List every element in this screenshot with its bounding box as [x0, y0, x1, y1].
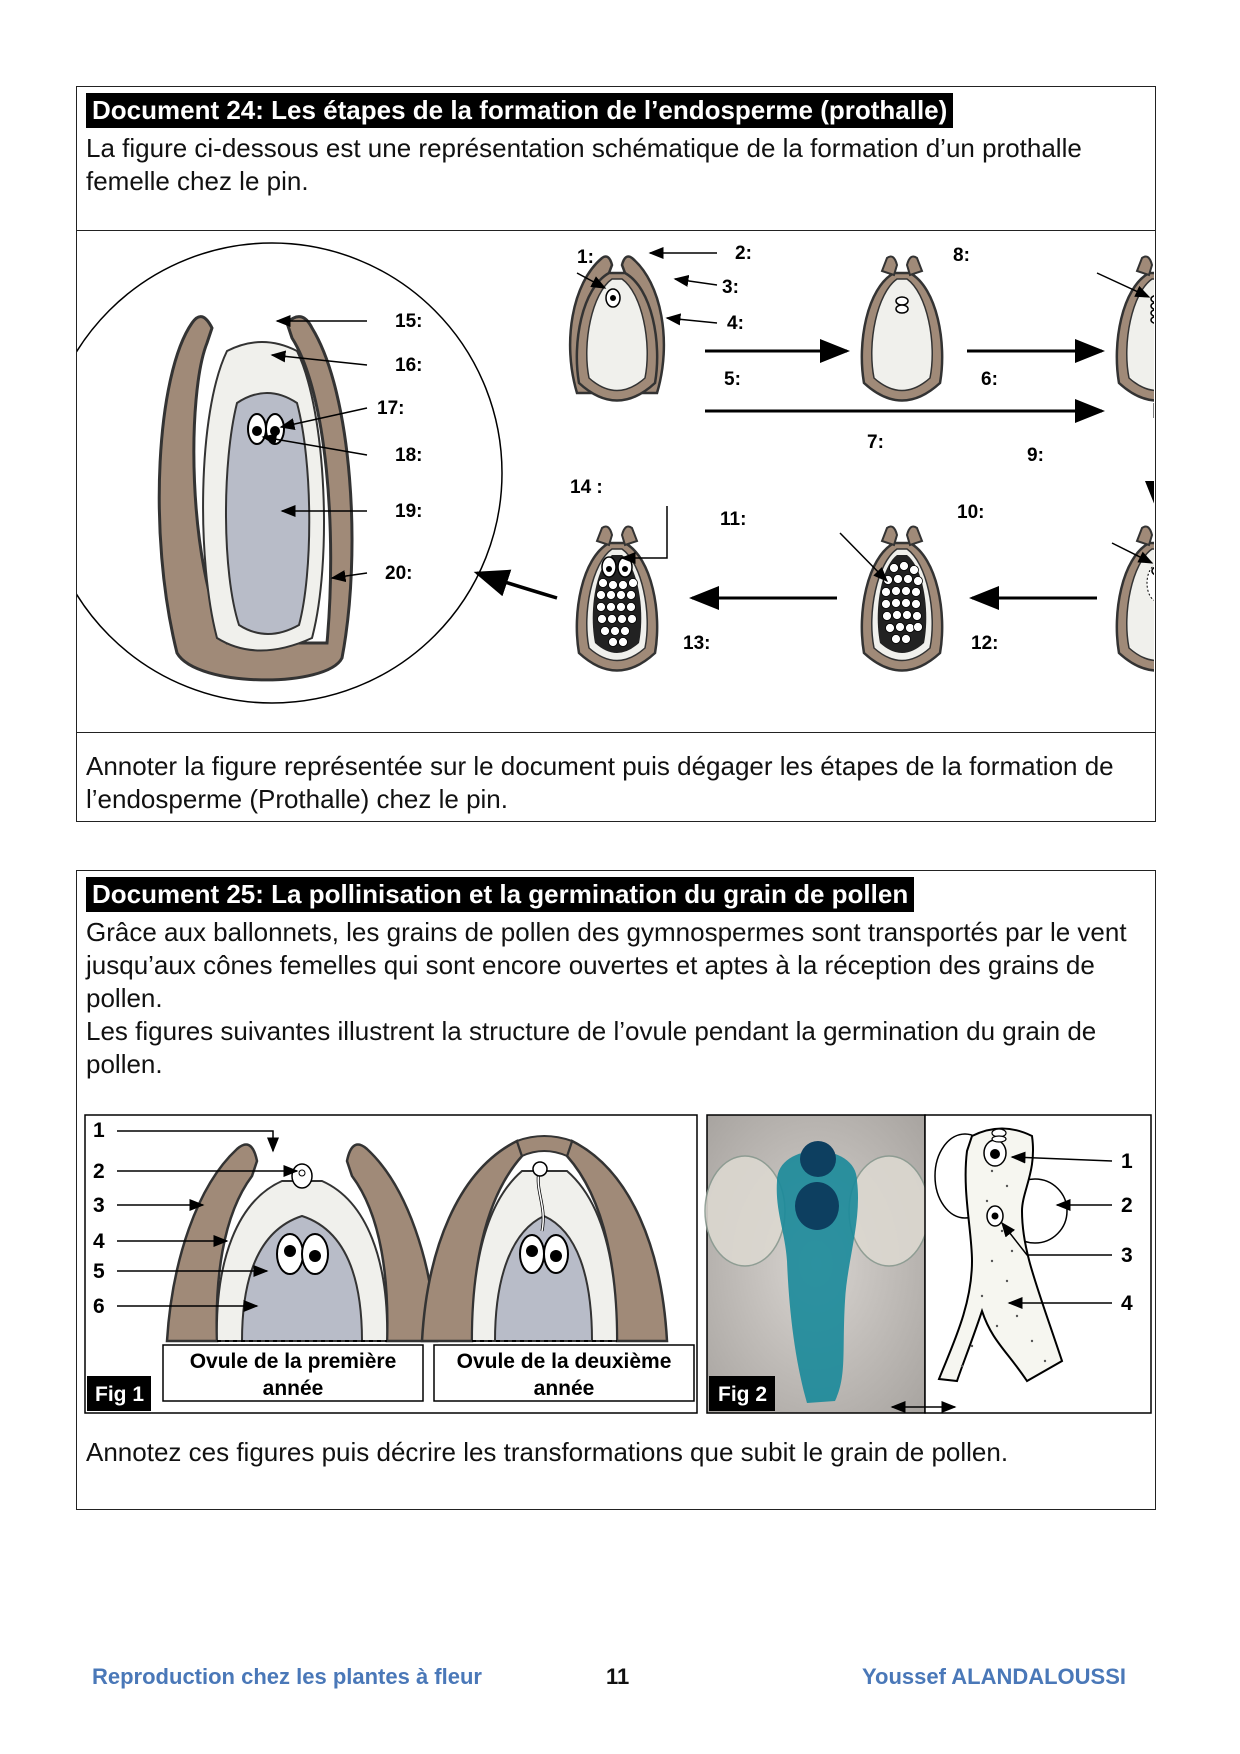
ovule-stage-1	[568, 255, 666, 402]
fig2-label-1: 1	[1121, 1150, 1133, 1173]
oosphere-nucleus-right	[270, 426, 280, 436]
label-6: 6:	[981, 369, 998, 390]
label-11: 11:	[720, 509, 746, 530]
ovule-first-year	[165, 1143, 439, 1343]
label-1: 1:	[577, 247, 594, 268]
doc25-question: Annotez ces figures puis décrire les tra…	[86, 1437, 1009, 1467]
document-25: Document 25: La pollinisation et la germ…	[76, 870, 1156, 1510]
footer-page-number: 11	[606, 1664, 630, 1689]
label-10: 10:	[957, 502, 984, 523]
footer-author: Youssef ALANDALOUSSI	[862, 1664, 1127, 1689]
pollen-grain-drawing	[934, 1127, 1068, 1383]
ovule-second-year	[420, 1135, 669, 1343]
label-2: 2:	[735, 243, 752, 264]
doc24-separator-bottom	[77, 732, 1155, 733]
fig1-label-1: 1	[93, 1119, 105, 1142]
label-15: 15:	[395, 311, 422, 332]
label-17: 17:	[377, 398, 404, 419]
fig1-label-2: 2	[93, 1160, 105, 1183]
document-24: Document 24: Les étapes de la formation …	[76, 86, 1156, 822]
label-18: 18:	[395, 445, 422, 466]
detail-circle	[77, 242, 503, 704]
label-7: 7:	[867, 432, 884, 453]
ovule-stage-3	[1115, 255, 1154, 402]
label-13: 13:	[683, 633, 710, 654]
endosperm-large	[225, 392, 311, 635]
ovule-stage-4	[1115, 525, 1154, 672]
label-16: 16:	[395, 355, 422, 376]
label-8: 8:	[953, 245, 970, 266]
label-19: 19:	[395, 501, 422, 522]
label-12: 12:	[971, 633, 998, 654]
fig2-tag-box	[709, 1376, 775, 1411]
fig2-tag: Fig 2	[718, 1383, 767, 1406]
caption-box-first	[162, 1344, 424, 1402]
fig2-label-3: 3	[1121, 1244, 1133, 1267]
ovule-stage-5	[860, 525, 944, 672]
doc25-intro-1: Grâce aux ballonnets, les grains de poll…	[86, 917, 1127, 1013]
doc24-separator-top	[77, 230, 1155, 231]
fig1-label-6: 6	[93, 1295, 105, 1318]
label-4: 4:	[727, 313, 744, 334]
footer-course-title: Reproduction chez les plantes à fleur	[92, 1664, 482, 1689]
fig2-label-4: 4	[1121, 1292, 1133, 1315]
doc25-title: Document 25: La pollinisation et la germ…	[86, 877, 915, 912]
caption-box-second	[433, 1344, 695, 1402]
label-9: 9:	[1027, 445, 1044, 466]
fig2-label-2: 2	[1121, 1194, 1133, 1217]
doc24-question: Annoter la figure représentée sur le doc…	[86, 751, 1114, 814]
doc24-prothalle-figure: 15: 16: 17: 18: 19: 20:	[77, 242, 1154, 704]
ovule-stage-6	[575, 525, 659, 672]
fig1-label-4: 4	[93, 1230, 105, 1253]
ovule-stage-2	[860, 255, 944, 402]
fig1-label-5: 5	[93, 1260, 105, 1283]
fig1-tag: Fig 1	[95, 1383, 144, 1406]
fig1-label-3: 3	[93, 1194, 105, 1217]
label-14: 14 :	[570, 477, 603, 498]
doc24-intro: La figure ci-dessous est une représentat…	[86, 133, 1082, 196]
label-5: 5:	[724, 369, 741, 390]
label-20: 20:	[385, 563, 412, 584]
fig1-tag-box	[87, 1376, 151, 1411]
oosphere-nucleus-left	[252, 426, 262, 436]
doc25-intro-2: Les figures suivantes illustrent la stru…	[86, 1016, 1097, 1079]
label-3: 3:	[722, 277, 739, 298]
doc24-title: Document 24: Les étapes de la formation …	[86, 93, 954, 128]
